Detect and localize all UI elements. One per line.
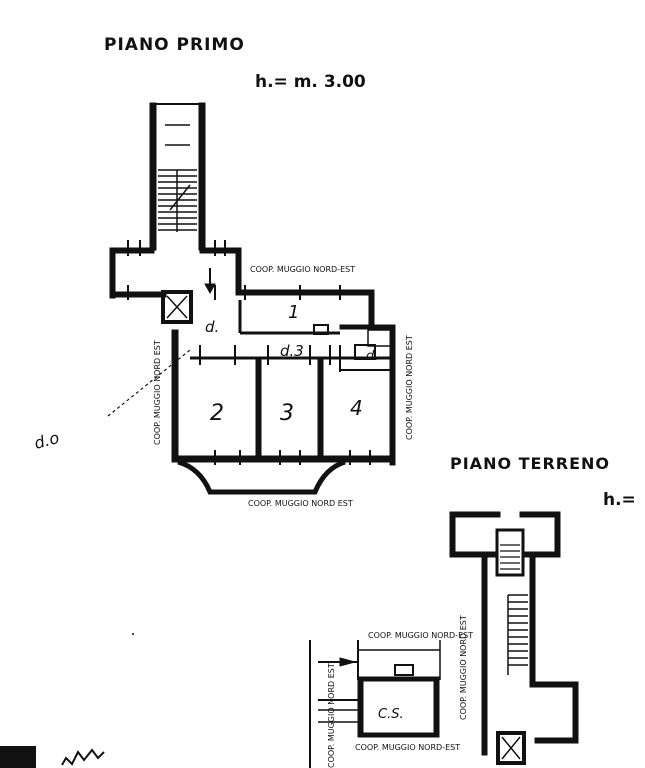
ground-floor-height: h.= — [603, 490, 636, 510]
first-neighbor-bottom: COOP. MUGGIO NORD EST — [248, 499, 353, 508]
room-d3-label: d.3 — [280, 342, 304, 360]
speck — [132, 633, 134, 635]
first-floor-plan — [107, 102, 396, 495]
ground-neighbor-right: COOP. MUGGIO NORD EST — [459, 615, 468, 720]
room-d2-label: d. — [366, 349, 378, 364]
ground-room-label: C.S. — [378, 707, 404, 722]
room-2-label: 2 — [210, 401, 224, 426]
ground-floor-plan — [309, 511, 579, 768]
ground-neighbor-top: COOP. MUGGIO NORD-EST — [368, 631, 473, 640]
first-neighbor-top: COOP. MUGGIO NORD-EST — [250, 265, 355, 274]
ground-neighbor-left: COOP. MUGGIO NORD EST — [327, 663, 336, 768]
ground-neighbor-bottom: COOP. MUGGIO NORD-EST — [355, 743, 460, 752]
first-neighbor-right: COOP. MUGGIO NORD EST — [405, 335, 414, 440]
room-d-label: d. — [205, 318, 219, 336]
handwritten-mark: d.o — [32, 428, 61, 453]
signature-mark — [61, 748, 105, 766]
first-floor-title: PIANO PRIMO — [104, 35, 245, 55]
room-3-label: 3 — [280, 401, 294, 426]
first-floor-height: h.= m. 3.00 — [255, 72, 366, 92]
first-neighbor-left: COOP. MUGGIO NORD EST — [153, 340, 162, 445]
catasto-stamp — [0, 746, 36, 768]
room-1-label: 1 — [288, 302, 299, 323]
ground-floor-title: PIANO TERRENO — [450, 454, 610, 473]
room-4-label: 4 — [350, 396, 363, 420]
